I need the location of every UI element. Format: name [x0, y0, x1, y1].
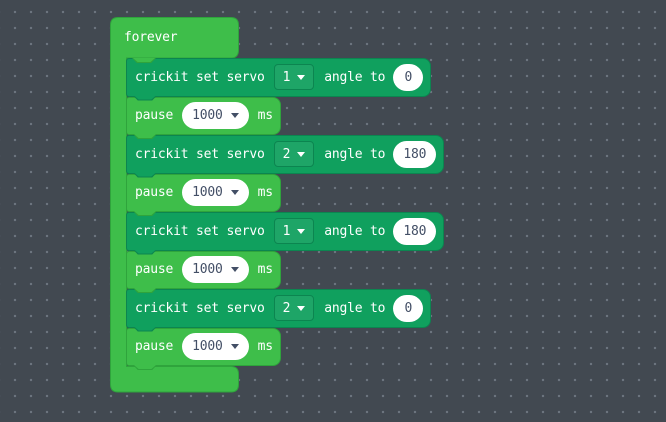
ms-label: ms	[257, 339, 273, 355]
angle-to-label: angle to	[324, 146, 386, 162]
servo-number-value: 2	[282, 300, 291, 316]
chevron-down-icon	[297, 228, 306, 234]
chevron-down-icon	[297, 305, 306, 311]
angle-value-field[interactable]: 0	[393, 294, 424, 322]
ms-label: ms	[257, 262, 273, 278]
pause-block[interactable]: pause 1000 ms	[126, 327, 281, 370]
crickit-set-servo-label: crickit set servo	[135, 69, 265, 85]
chevron-down-icon	[297, 151, 306, 157]
pause-duration-dropdown[interactable]: 1000	[182, 333, 249, 361]
crickit-set-servo-block[interactable]: crickit set servo 2 angle to 180	[126, 135, 445, 178]
angle-to-label: angle to	[324, 69, 386, 85]
angle-value-field[interactable]: 180	[393, 140, 437, 168]
forever-connector-tab	[132, 58, 156, 63]
crickit-set-servo-block[interactable]: crickit set servo 1 angle to 0	[126, 58, 432, 101]
pause-block[interactable]: pause 1000 ms	[126, 250, 281, 293]
servo-number-dropdown[interactable]: 1	[273, 64, 315, 91]
pause-duration-dropdown[interactable]: 1000	[182, 102, 249, 130]
crickit-set-servo-block[interactable]: crickit set servo 2 angle to 0	[126, 289, 432, 332]
ms-label: ms	[257, 108, 273, 124]
forever-block[interactable]	[110, 17, 240, 393]
servo-number-value: 2	[282, 146, 291, 162]
servo-number-dropdown[interactable]: 2	[273, 295, 315, 322]
servo-number-value: 1	[282, 223, 291, 239]
forever-label: forever	[124, 30, 178, 45]
pause-block[interactable]: pause 1000 ms	[126, 173, 281, 216]
chevron-down-icon	[230, 267, 239, 273]
chevron-down-icon	[230, 344, 239, 350]
pause-duration-dropdown[interactable]: 1000	[182, 256, 249, 284]
servo-number-dropdown[interactable]: 2	[273, 141, 315, 168]
pause-label: pause	[135, 108, 174, 124]
servo-number-dropdown[interactable]: 1	[273, 218, 315, 245]
chevron-down-icon	[297, 74, 306, 80]
chevron-down-icon	[230, 113, 239, 119]
pause-duration-dropdown[interactable]: 1000	[182, 179, 249, 207]
pause-label: pause	[135, 339, 174, 355]
crickit-set-servo-label: crickit set servo	[135, 146, 265, 162]
crickit-set-servo-label: crickit set servo	[135, 300, 265, 316]
crickit-set-servo-block[interactable]: crickit set servo 1 angle to 180	[126, 212, 445, 255]
angle-to-label: angle to	[324, 223, 386, 239]
crickit-set-servo-label: crickit set servo	[135, 223, 265, 239]
angle-to-label: angle to	[324, 300, 386, 316]
angle-value-field[interactable]: 180	[393, 217, 437, 245]
chevron-down-icon	[230, 190, 239, 196]
pause-label: pause	[135, 262, 174, 278]
angle-value-field[interactable]: 0	[393, 63, 424, 91]
servo-number-value: 1	[282, 69, 291, 85]
ms-label: ms	[257, 185, 273, 201]
pause-label: pause	[135, 185, 174, 201]
pause-block[interactable]: pause 1000 ms	[126, 96, 281, 139]
